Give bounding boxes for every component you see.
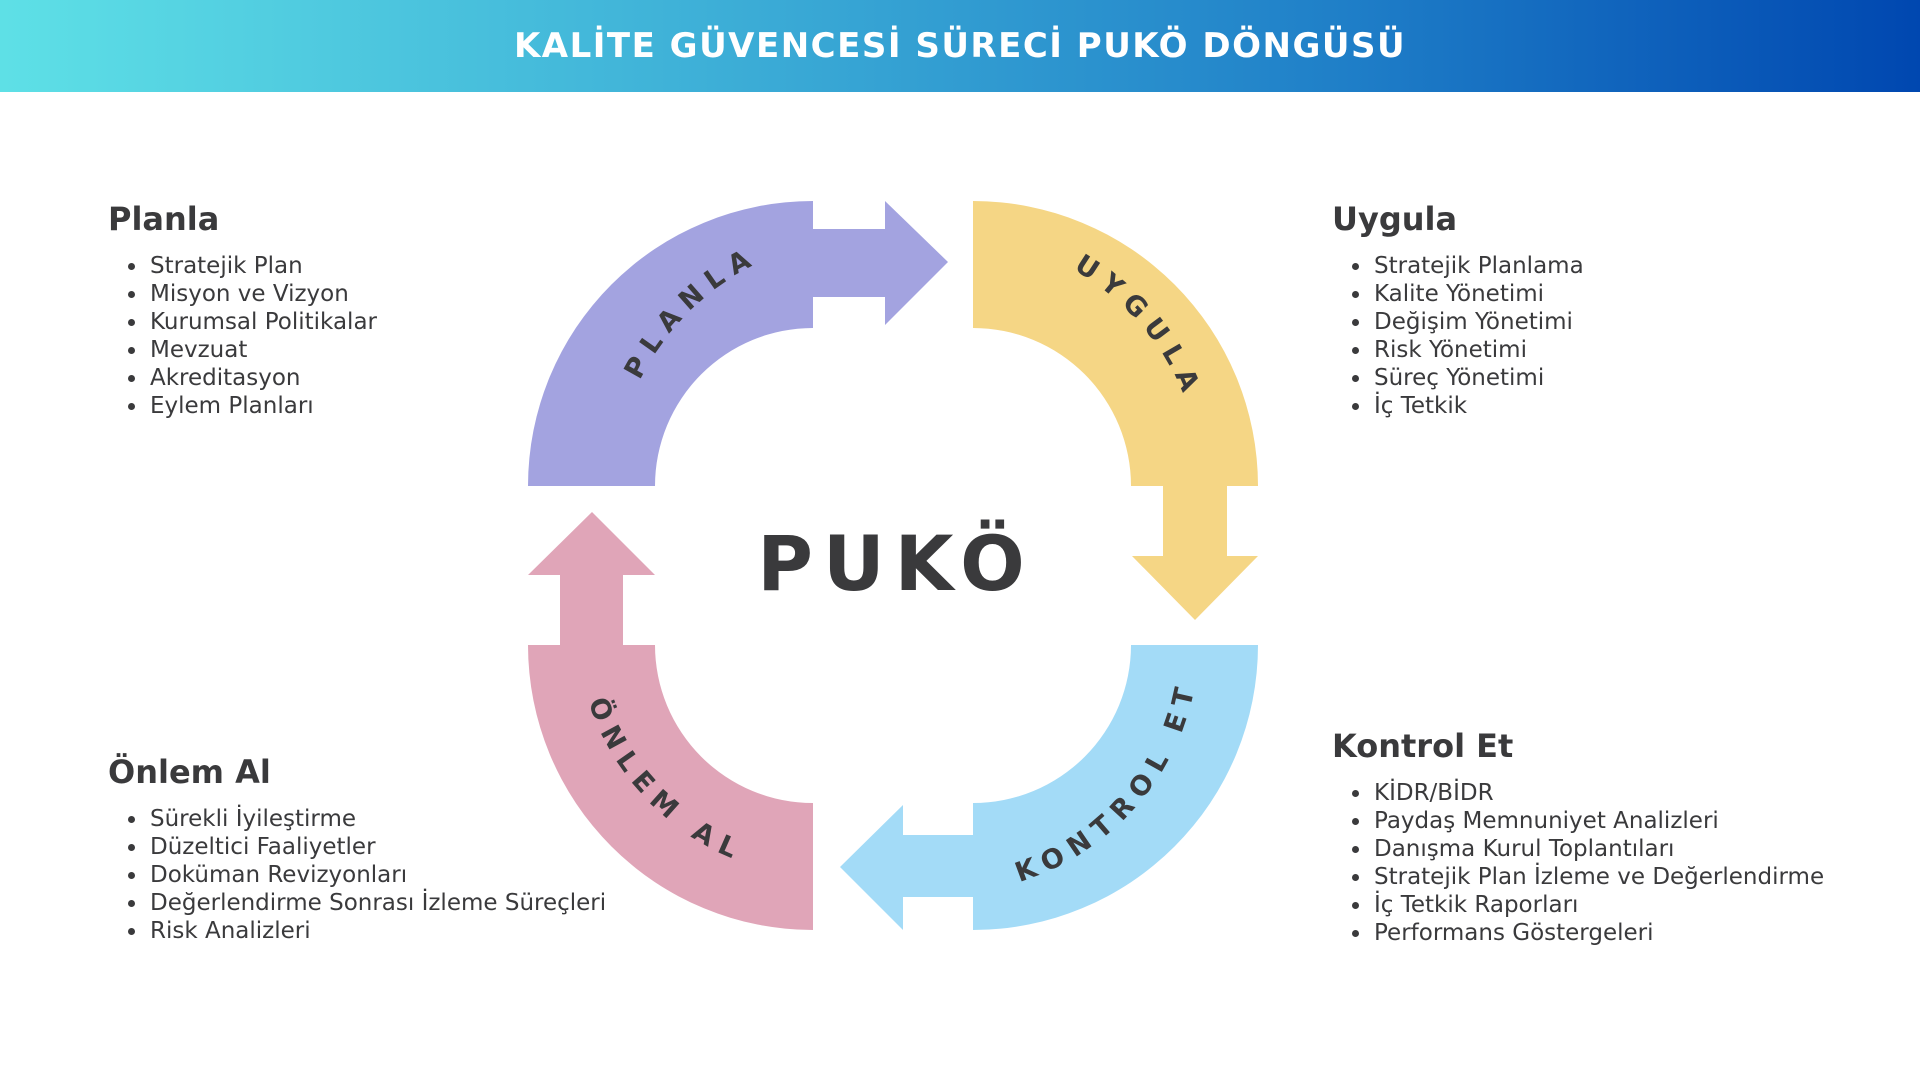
list-item: Stratejik Plan xyxy=(148,252,377,280)
uygula-arrow xyxy=(973,201,1258,620)
planla-heading: Planla xyxy=(108,200,220,238)
onlem-al-list: Sürekli İyileştirmeDüzeltici Faaliyetler… xyxy=(108,805,606,945)
list-item: Paydaş Memnuniyet Analizleri xyxy=(1372,807,1824,835)
list-item: Doküman Revizyonları xyxy=(148,861,606,889)
onlem-al-arrow xyxy=(528,512,813,930)
list-item: Misyon ve Vizyon xyxy=(148,280,377,308)
onlem-al-heading: Önlem Al xyxy=(108,753,271,791)
kontrol-et-heading: Kontrol Et xyxy=(1332,727,1514,765)
list-item: Stratejik Plan İzleme ve Değerlendirme xyxy=(1372,863,1824,891)
uygula-block: Uygula Stratejik PlanlamaKalite Yönetimi… xyxy=(1332,200,1584,420)
list-item: Akreditasyon xyxy=(148,364,377,392)
kontrol-et-block: Kontrol Et KİDR/BİDRPaydaş Memnuniyet An… xyxy=(1332,727,1824,947)
center-label: PUKÖ xyxy=(757,518,1035,608)
list-item: Süreç Yönetimi xyxy=(1372,364,1584,392)
list-item: Eylem Planları xyxy=(148,392,377,420)
kontrol-et-list: KİDR/BİDRPaydaş Memnuniyet AnalizleriDan… xyxy=(1332,779,1824,947)
list-item: Risk Analizleri xyxy=(148,917,606,945)
list-item: Değerlendirme Sonrası İzleme Süreçleri xyxy=(148,889,606,917)
title-banner: KALİTE GÜVENCESİ SÜRECİ PUKÖ DÖNGÜSÜ xyxy=(0,0,1920,92)
list-item: Sürekli İyileştirme xyxy=(148,805,606,833)
uygula-heading: Uygula xyxy=(1332,200,1458,238)
planla-block: Planla Stratejik PlanMisyon ve VizyonKur… xyxy=(108,200,377,420)
list-item: İç Tetkik Raporları xyxy=(1372,891,1824,919)
uygula-list: Stratejik PlanlamaKalite YönetimiDeğişim… xyxy=(1332,252,1584,420)
list-item: Kalite Yönetimi xyxy=(1372,280,1584,308)
list-item: Mevzuat xyxy=(148,336,377,364)
planla-list: Stratejik PlanMisyon ve VizyonKurumsal P… xyxy=(108,252,377,420)
page-title: KALİTE GÜVENCESİ SÜRECİ PUKÖ DÖNGÜSÜ xyxy=(513,26,1407,66)
list-item: Performans Göstergeleri xyxy=(1372,919,1824,947)
list-item: İç Tetkik xyxy=(1372,392,1584,420)
list-item: Risk Yönetimi xyxy=(1372,336,1584,364)
onlem-al-block: Önlem Al Sürekli İyileştirmeDüzeltici Fa… xyxy=(108,753,606,945)
list-item: KİDR/BİDR xyxy=(1372,779,1824,807)
list-item: Düzeltici Faaliyetler xyxy=(148,833,606,861)
kontrol-et-arrow xyxy=(840,645,1258,930)
list-item: Stratejik Planlama xyxy=(1372,252,1584,280)
list-item: Danışma Kurul Toplantıları xyxy=(1372,835,1824,863)
list-item: Değişim Yönetimi xyxy=(1372,308,1584,336)
planla-arrow xyxy=(528,201,948,486)
list-item: Kurumsal Politikalar xyxy=(148,308,377,336)
